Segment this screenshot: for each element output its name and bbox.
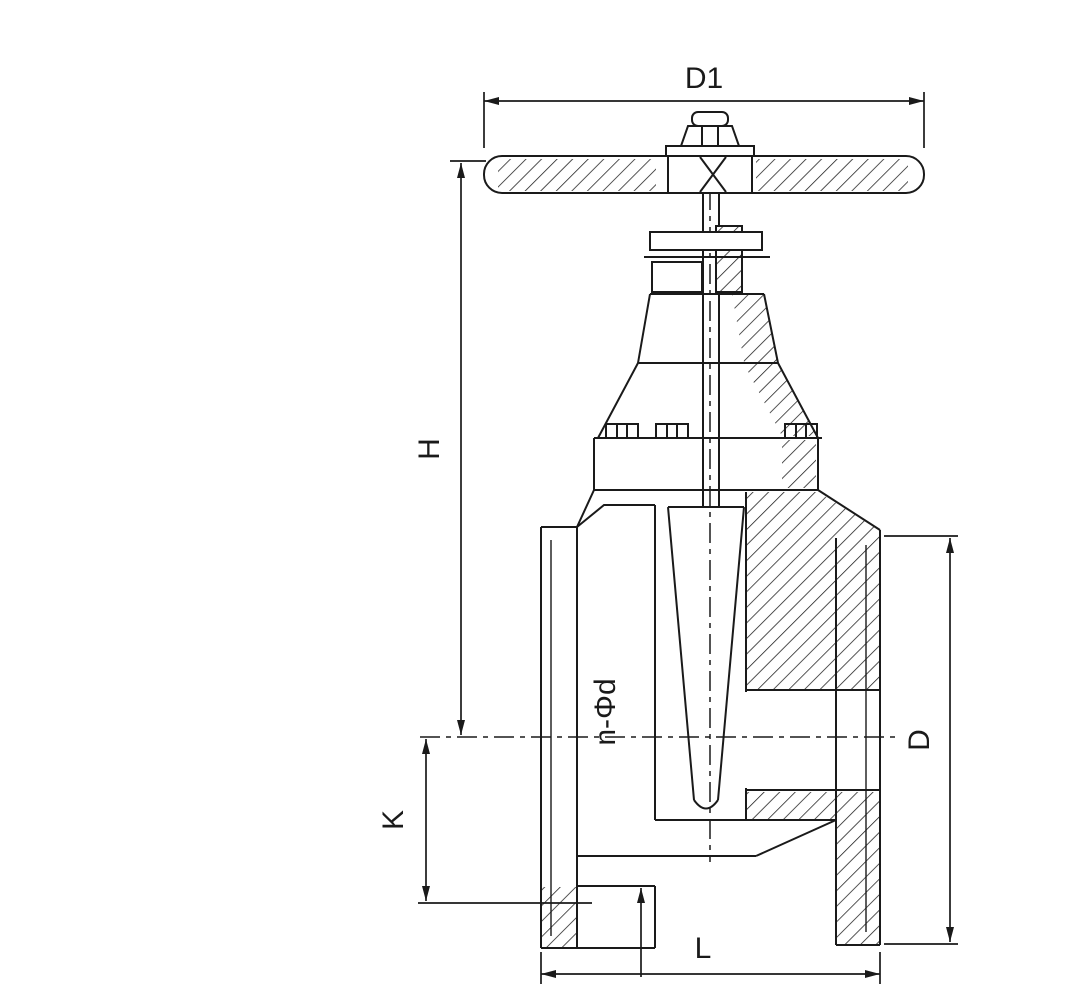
dimension-h: H (413, 160, 486, 735)
stem-assembly (644, 193, 770, 507)
dimension-d: D (884, 535, 958, 945)
dimension-l: L (540, 932, 881, 984)
stem-cap (691, 111, 729, 127)
gland-nut (651, 261, 703, 293)
left-flange (540, 489, 655, 949)
dimension-d1: D1 (483, 62, 925, 148)
bonnet-assembly (593, 293, 822, 491)
body-bottom-strip-hatch (746, 792, 836, 820)
stem-nut (679, 125, 741, 147)
d1-label: D1 (685, 62, 723, 95)
body-bottom (577, 819, 837, 948)
bonnet-bolts (601, 423, 822, 439)
bonnet-flange-hatch (782, 440, 816, 488)
right-body-and-flange (746, 489, 881, 946)
d-label: D (903, 729, 936, 751)
d-extension-lines (884, 535, 958, 945)
handwheel-hub-lines (667, 156, 753, 193)
right-flange-bottom-hatch (836, 792, 880, 945)
body-wall-hatch (746, 492, 880, 690)
handwheel (483, 111, 925, 194)
h-label: H (413, 438, 446, 460)
left-flange-bottom-hatch (542, 887, 576, 947)
dimension-n-phi-d: n-Φd (589, 678, 645, 977)
bonnet-flange-band (593, 437, 819, 491)
handwheel-hub-plate (665, 145, 755, 157)
gate-chamber (576, 492, 747, 821)
bonnet-outline (597, 293, 819, 439)
handwheel-hatch-left (498, 159, 656, 191)
l-label: L (695, 932, 712, 965)
dimension-k: K (377, 739, 592, 904)
bonnet-lower-hatch (744, 364, 818, 436)
gland-flange (649, 231, 763, 251)
valve-body (540, 489, 881, 949)
gate-wedge (667, 506, 745, 810)
l-extension-lines (540, 952, 881, 984)
handwheel-hatch-right (756, 159, 908, 191)
n-phi-d-label: n-Φd (589, 678, 622, 745)
k-label: K (377, 810, 410, 830)
